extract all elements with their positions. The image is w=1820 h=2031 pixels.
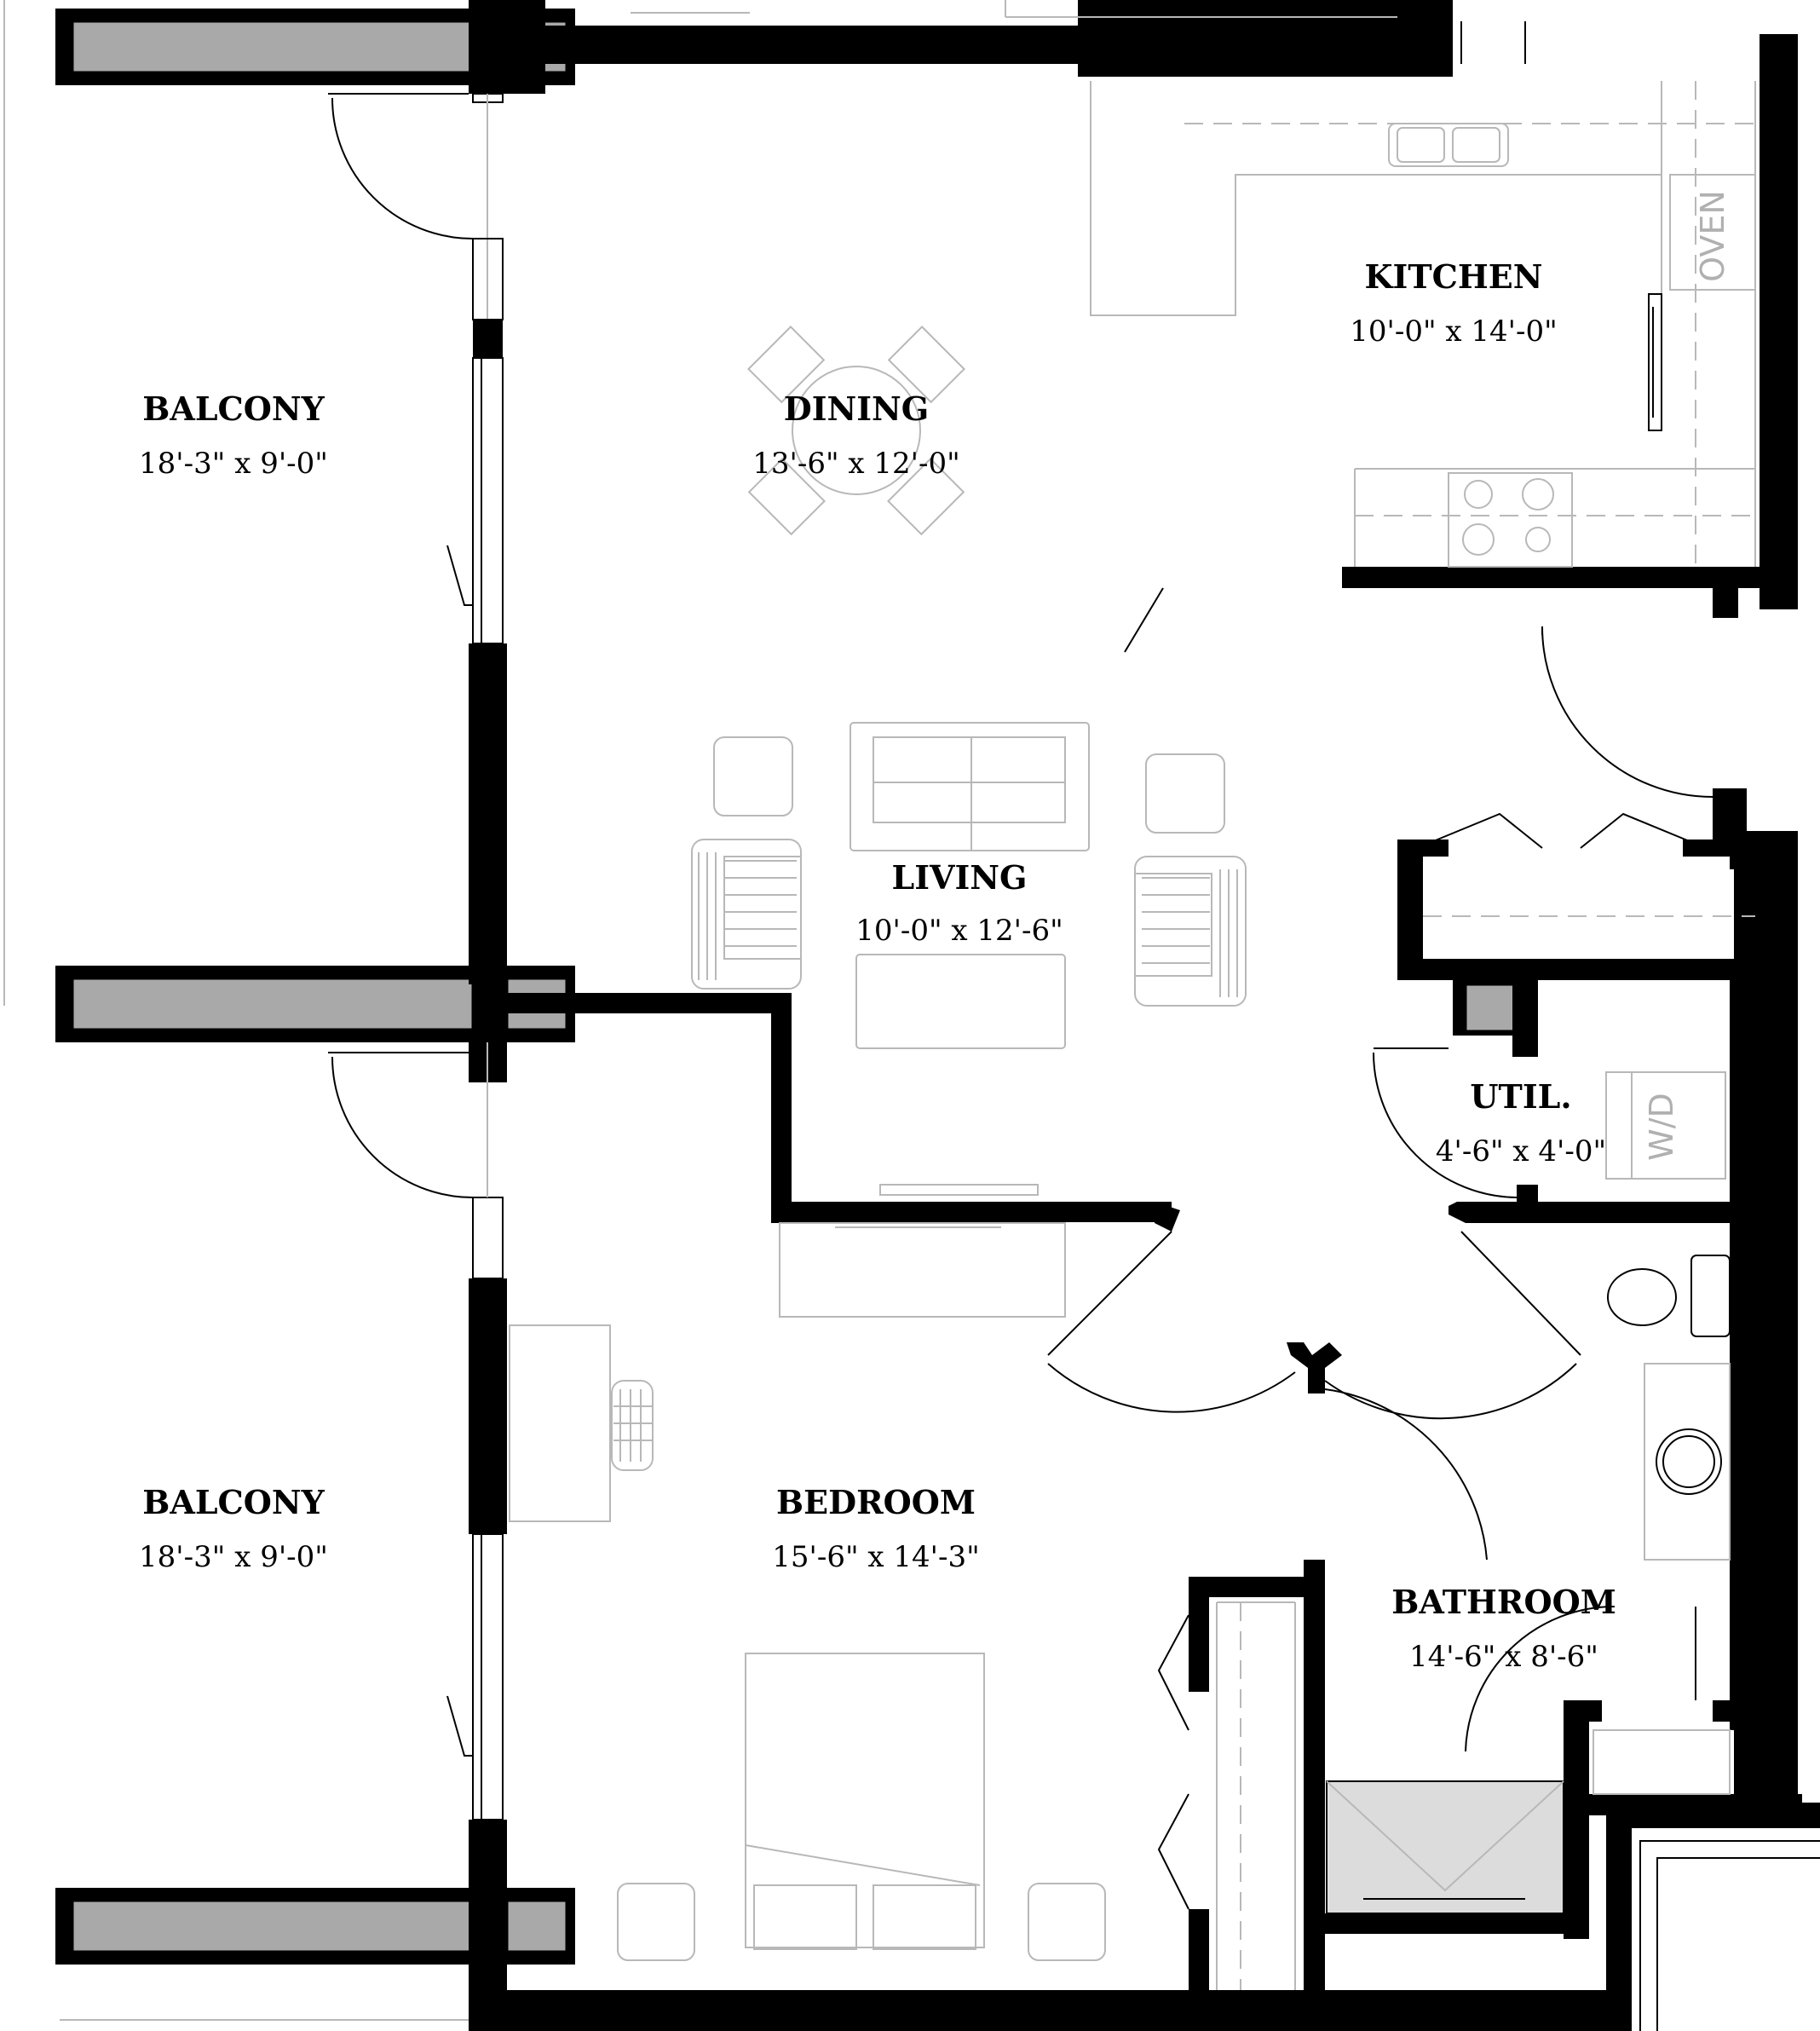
- room-label-kitchen: KITCHEN 10'-0" x 14'-0": [1350, 257, 1558, 349]
- bathroom-fixtures: [1326, 1255, 1731, 1914]
- svg-text:KITCHEN: KITCHEN: [1365, 257, 1543, 296]
- room-label-balcony-upper: BALCONY 18'-3" x 9'-0": [139, 389, 328, 481]
- washer-dryer-label: W/D: [1643, 1093, 1680, 1161]
- svg-text:4'-6" x 4'-0": 4'-6" x 4'-0": [1436, 1134, 1606, 1168]
- windows: [472, 0, 1526, 1820]
- svg-text:15'-6" x 14'-3": 15'-6" x 14'-3": [772, 1540, 980, 1574]
- balcony-rail-panels: [3, 0, 575, 2021]
- room-label-balcony-lower: BALCONY 18'-3" x 9'-0": [139, 1483, 328, 1574]
- range-hood: [1648, 293, 1662, 431]
- svg-text:10'-0" x 14'-0": 10'-0" x 14'-0": [1350, 314, 1558, 349]
- dining-table: [747, 326, 965, 536]
- walls: [469, 0, 1820, 2031]
- svg-text:LIVING: LIVING: [892, 858, 1028, 897]
- svg-text:13'-6" x 12'-0": 13'-6" x 12'-0": [752, 447, 960, 481]
- svg-text:18'-3" x 9'-0": 18'-3" x 9'-0": [139, 1540, 328, 1574]
- svg-text:18'-3" x 9'-0": 18'-3" x 9'-0": [139, 447, 328, 481]
- door-swings: [328, 93, 1713, 1910]
- room-label-living: LIVING 10'-0" x 12'-6": [855, 858, 1063, 948]
- svg-text:BATHROOM: BATHROOM: [1391, 1583, 1616, 1621]
- living-furniture: [691, 722, 1247, 1049]
- washer-dryer: [1605, 1071, 1726, 1180]
- room-label-bathroom: BATHROOM 14'-6" x 8'-6": [1391, 1583, 1616, 1674]
- svg-text:BALCONY: BALCONY: [142, 1483, 325, 1521]
- svg-text:DINING: DINING: [784, 389, 929, 428]
- svg-text:BEDROOM: BEDROOM: [776, 1483, 976, 1521]
- room-label-dining: DINING 13'-6" x 12'-0": [752, 389, 960, 481]
- svg-text:14'-6" x 8'-6": 14'-6" x 8'-6": [1409, 1640, 1598, 1674]
- kitchen-casework: [1090, 81, 1756, 568]
- svg-text:UTIL.: UTIL.: [1470, 1077, 1571, 1116]
- svg-text:BALCONY: BALCONY: [142, 389, 325, 428]
- svg-text:10'-0" x 12'-6": 10'-0" x 12'-6": [855, 914, 1063, 948]
- bedroom-furniture: [509, 1184, 1296, 1990]
- room-label-bedroom: BEDROOM 15'-6" x 14'-3": [772, 1483, 980, 1574]
- room-label-util: UTIL. 4'-6" x 4'-0": [1436, 1077, 1606, 1168]
- oven-label: OVEN: [1694, 190, 1731, 282]
